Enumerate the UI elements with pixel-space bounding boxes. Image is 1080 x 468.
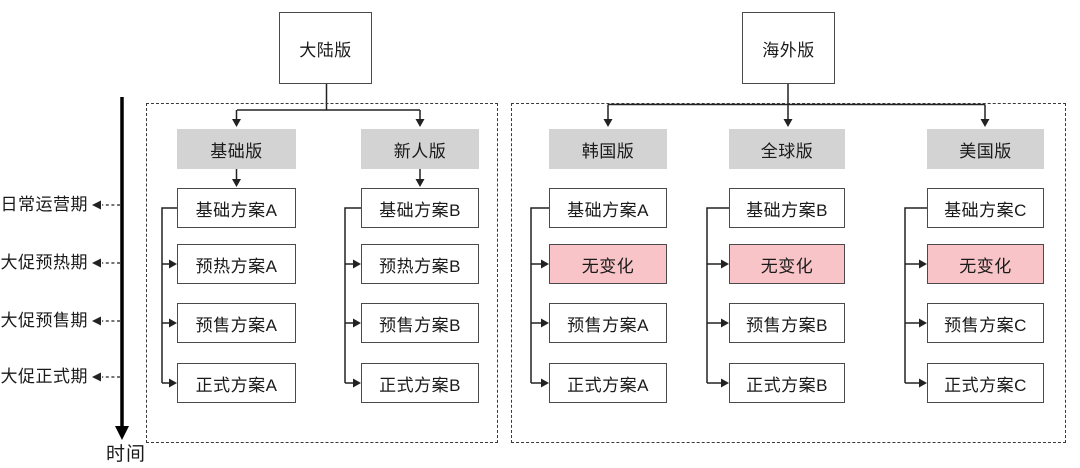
period-label-warmup: 大促预热期 <box>0 253 88 272</box>
plan-box-basic-row2: 预热方案A <box>177 244 296 284</box>
column-bracket-mainland-newuser <box>344 207 361 388</box>
column-bracket-korea <box>530 207 549 388</box>
version-box-newuser: 新人版 <box>361 129 479 169</box>
plan-box-us-nochange: 无变化 <box>927 244 1044 284</box>
plan-box-global-row3: 预售方案B <box>729 303 845 343</box>
plan-box-us-row1: 基础方案C <box>927 188 1044 228</box>
version-to-plan-arrow-basic <box>232 169 241 187</box>
column-bracket-global <box>706 207 729 388</box>
plan-box-korea-row4: 正式方案A <box>549 363 667 403</box>
plan-box-global-nochange: 无变化 <box>729 244 845 284</box>
plan-box-basic-row3: 预售方案A <box>177 303 296 343</box>
period-arrow-formal <box>92 372 120 382</box>
period-label-daily: 日常运营期 <box>0 195 88 214</box>
plan-box-us-row3: 预售方案C <box>927 303 1044 343</box>
plan-box-us-row4: 正式方案C <box>927 363 1044 403</box>
overseas-branch-connector <box>603 83 990 127</box>
version-box-basic: 基础版 <box>177 129 296 169</box>
mainland-branch-connector <box>232 84 425 127</box>
plan-box-global-row4: 正式方案B <box>729 363 845 403</box>
timeline-axis-label: 时间 <box>105 444 146 465</box>
plan-box-korea-row3: 预售方案A <box>549 303 667 343</box>
plan-box-newuser-row2: 预热方案B <box>361 244 479 284</box>
period-arrow-daily <box>92 200 120 210</box>
version-box-korea: 韩国版 <box>549 129 667 169</box>
plan-box-korea-nochange: 无变化 <box>549 244 667 284</box>
period-label-presale: 大促预售期 <box>0 311 88 330</box>
period-label-formal: 大促正式期 <box>0 367 88 386</box>
version-to-plan-arrow-newuser <box>415 169 425 187</box>
plan-box-basic-row4: 正式方案A <box>177 363 296 403</box>
column-bracket-mainland-basic <box>161 207 177 388</box>
version-box-global: 全球版 <box>729 129 845 169</box>
overseas-group-frame <box>511 103 1066 443</box>
plan-box-basic-row1: 基础方案A <box>177 188 296 228</box>
plan-box-newuser-row3: 预售方案B <box>361 303 479 343</box>
root-box-mainland: 大陆版 <box>279 12 372 84</box>
plan-box-global-row1: 基础方案B <box>729 188 845 228</box>
version-box-us: 美国版 <box>927 129 1044 169</box>
plan-box-newuser-row4: 正式方案B <box>361 363 479 403</box>
plan-box-korea-row1: 基础方案A <box>549 188 667 228</box>
column-bracket-us <box>904 207 927 388</box>
root-box-overseas: 海外版 <box>742 12 835 84</box>
timeline-axis <box>115 97 129 440</box>
period-arrow-warmup <box>92 258 120 268</box>
period-arrow-presale <box>92 316 120 326</box>
mainland-group-frame <box>146 103 498 443</box>
plan-box-newuser-row1: 基础方案B <box>361 188 479 228</box>
